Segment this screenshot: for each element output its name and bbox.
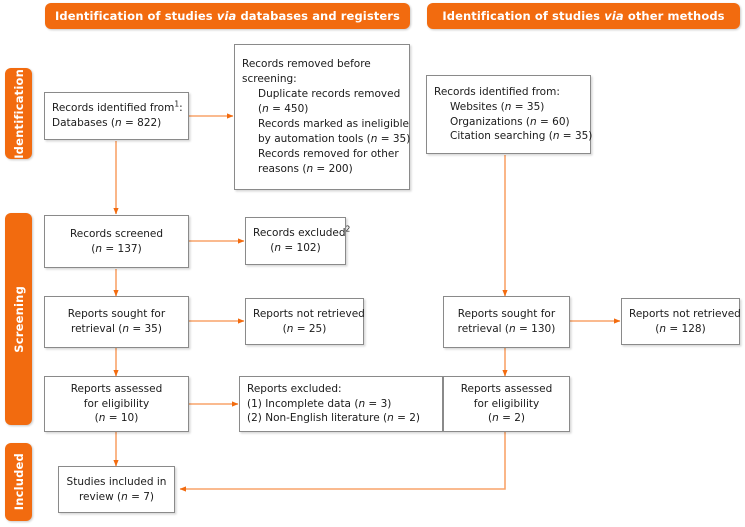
phase-label-screening: Screening — [11, 285, 26, 353]
reports-sought-other-content: Reports sought for retrieval (n = 130) — [444, 297, 569, 347]
reports-assessed-for-eligibility-other: Reports assessed for eligibility (n = 2) — [443, 376, 570, 432]
box-text-line: Records screened — [69, 227, 164, 240]
box-text-line: Records identified from1: — [52, 99, 183, 115]
phase-label-identification: Identification — [11, 68, 26, 159]
banner-other-text-pre: Identification of studies — [442, 9, 605, 23]
reports-not-retrieved-db-content: Reports not retrieved (n = 25) — [246, 299, 365, 344]
n-symbol: n — [504, 100, 512, 113]
box-text-line: Studies included in — [66, 475, 167, 488]
reports-not-retrieved-other-content: Reports not retrieved (n = 128) — [622, 299, 741, 344]
records-removed-before-screening: Records removed before screening: Duplicat… — [234, 44, 410, 190]
banner-identification-other: Identification of studies via other meth… — [427, 3, 740, 29]
banner-other-text-post: other methods — [623, 9, 725, 23]
reports-excluded-content: Reports excluded: (1) Incomplete data (n … — [240, 377, 442, 431]
box-text-line: by automation tools (n = 35) — [258, 132, 411, 145]
n-symbol: n — [370, 132, 378, 145]
n-symbol: n — [530, 115, 537, 128]
box-text-line: Records excluded2 — [253, 224, 351, 240]
box-text-line: retrieval (n = 130) — [457, 323, 556, 335]
n-symbol: n — [552, 130, 560, 143]
records-identified-databases-content: Records identified from1: Databases (n = … — [45, 93, 188, 139]
n-symbol: n — [122, 323, 130, 335]
box-text-line: Reports not retrieved — [253, 307, 365, 320]
box-text-line: Organizations (n = 60) — [450, 115, 570, 128]
banner-identification-databases: Identification of studies via databases … — [45, 3, 410, 29]
footnote-marker: 1 — [174, 99, 180, 109]
box-text-line: Reports assessed — [460, 382, 553, 395]
studies-included-content: Studies included in review (n = 7) — [59, 467, 174, 512]
box-text-line: Records removed for other — [258, 147, 399, 160]
box-text-line: for eligibility — [83, 397, 150, 410]
box-text-line: screening: — [242, 73, 297, 86]
records-excluded-content: Records excluded2 (n = 102) — [246, 218, 351, 264]
phase-bar-included: Included — [5, 443, 32, 521]
box-text-line: Reports sought for — [457, 308, 556, 321]
box-text-line: Reports not retrieved — [629, 307, 741, 320]
records-excluded: Records excluded2 (n = 102) — [245, 217, 351, 265]
reports-excluded: Reports excluded: (1) Incomplete data (n … — [239, 376, 443, 432]
box-text-line: (n = 137) — [91, 242, 142, 255]
box-text-line: Reports sought for — [67, 308, 166, 321]
n-symbol: n — [262, 103, 269, 116]
box-text-line: retrieval (n = 35) — [71, 323, 162, 335]
box-text-line: Records identified from: — [434, 85, 560, 98]
phase-bar-identification: Identification — [5, 68, 32, 159]
reports-not-retrieved-databases: Reports not retrieved (n = 25) — [245, 298, 365, 345]
records-removed-content: Records removed before screening: Duplicat… — [235, 45, 411, 189]
box-text-line: (2) Non-English literature (n = 2) — [247, 412, 421, 425]
n-symbol: n — [492, 412, 499, 425]
reports-not-retrieved-other: Reports not retrieved (n = 128) — [621, 298, 741, 345]
phase-bar-screening: Screening — [5, 213, 32, 425]
banner-db-text-post: databases and registers — [236, 9, 400, 23]
box-text-line: (n = 2) — [487, 412, 525, 425]
records-identified-other-methods: Records identified from: Websites (n = 35… — [426, 75, 593, 154]
box-text-line: Records marked as ineligible — [258, 118, 409, 130]
studies-included-in-review: Studies included in review (n = 7) — [58, 466, 175, 513]
records-screened-content: Records screened (n = 137) — [45, 216, 188, 267]
banner-db-text-pre: Identification of studies — [55, 9, 217, 23]
records-screened: Records screened (n = 137) — [44, 215, 189, 268]
n-symbol: n — [95, 242, 103, 255]
n-symbol: n — [121, 490, 128, 503]
arrow-other-assessed-to-included — [179, 431, 506, 492]
box-text-line: (n = 10) — [94, 412, 139, 425]
phase-label-included: Included — [11, 453, 26, 511]
box-text-line: (n = 102) — [270, 242, 321, 254]
n-symbol: n — [358, 397, 366, 410]
box-text-line: (n = 450) — [258, 103, 309, 116]
n-symbol: n — [98, 412, 106, 425]
banner-other-text-italic: via — [604, 9, 624, 23]
n-symbol: n — [659, 322, 667, 335]
box-text-line: Duplicate records removed — [258, 88, 401, 101]
reports-sought-for-retrieval-databases: Reports sought for retrieval (n = 35) — [44, 296, 189, 348]
n-symbol: n — [509, 323, 516, 335]
reports-assessed-db-content: Reports assessed for eligibility (n = 10) — [45, 377, 188, 431]
box-text-line: Databases (n = 822) — [52, 117, 162, 129]
records-identified-databases: Records identified from1: Databases (n = … — [44, 92, 189, 140]
box-text-line: Records removed before — [242, 58, 371, 71]
footnote-marker: 2 — [345, 224, 351, 234]
n-symbol: n — [387, 412, 394, 425]
box-text-line: (n = 128) — [655, 322, 706, 335]
box-text-line: reasons (n = 200) — [258, 162, 353, 175]
reports-assessed-other-content: Reports assessed for eligibility (n = 2) — [444, 377, 569, 431]
n-symbol: n — [286, 322, 294, 335]
box-text-line: (1) Incomplete data (n = 3) — [247, 397, 392, 410]
n-symbol: n — [274, 242, 282, 254]
box-text-line: (n = 25) — [282, 322, 327, 335]
box-text-line: review (n = 7) — [78, 490, 155, 503]
reports-sought-for-retrieval-other: Reports sought for retrieval (n = 130) — [443, 296, 570, 348]
box-text-line: for eligibility — [473, 397, 540, 410]
n-symbol: n — [115, 117, 122, 129]
reports-assessed-for-eligibility-databases: Reports assessed for eligibility (n = 10) — [44, 376, 189, 432]
reports-sought-db-content: Reports sought for retrieval (n = 35) — [45, 297, 188, 347]
box-text-line: Citation searching (n = 35) — [450, 130, 593, 143]
box-text-line: Websites (n = 35) — [450, 100, 545, 113]
box-text-line: Reports excluded: — [247, 382, 342, 395]
banner-db-text-italic: via — [216, 9, 237, 23]
n-symbol: n — [306, 162, 314, 175]
box-text-line: Reports assessed — [70, 382, 163, 395]
records-identified-other-content: Records identified from: Websites (n = 35… — [427, 76, 593, 153]
